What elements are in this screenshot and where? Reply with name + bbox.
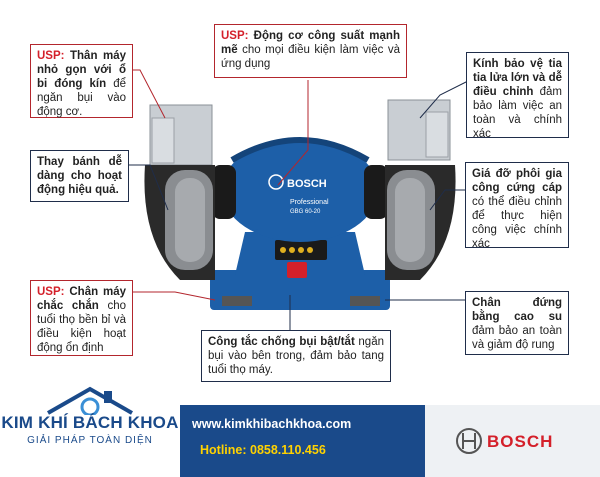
bosch-armature-icon [456, 428, 482, 454]
bench-grinder-illustration: BOSCH Professional GBG 60-20 [110, 69, 475, 330]
callout-heading: Công tắc chống bụi bật/tắt [208, 336, 355, 348]
product-model: GBG 60-20 [290, 209, 321, 215]
callout-spark-guard: Kính bảo vệ tia tia lửa lớn và dễ điều c… [466, 52, 569, 140]
callout-heading: Chân đứng bằng cao su [472, 297, 562, 323]
callout-rubber-feet: Chân đứng bằng cao su đảm bảo an toàn và… [465, 291, 569, 355]
callout-heading: Thay bánh dễ dàng cho hoạt động hiệu quả… [37, 156, 122, 196]
callout-text: đảm bảo làm việc an toàn và chính xác [473, 86, 562, 140]
product-brand: BOSCH [287, 178, 327, 190]
company-name: KIM KHÍ BÁCH KHOA [1, 413, 179, 432]
bosch-logo-icon [268, 174, 284, 190]
callout-sturdy-base: USP: Chân máy chắc chắn cho tuổi thọ bền… [30, 280, 133, 356]
callout-wheel-change: Thay bánh dễ dàng cho hoạt động hiệu quả… [30, 150, 129, 202]
callout-heading: Chân máy chắc chắn [37, 286, 126, 312]
callout-tool-rest: Giá đỡ phôi gia công cứng cáp có thể điề… [465, 162, 569, 250]
callout-heading: Động cơ công suất mạnh mẽ [221, 30, 400, 56]
contact-panel: www.kimkhibachkhoa.com Hotline: 0858.110… [180, 405, 425, 477]
bosch-logo: BOSCH [425, 405, 600, 477]
callout-heading: Kính bảo vệ tia tia lửa lớn và dễ điều c… [473, 58, 562, 98]
callout-text: ngăn bụi vào bên trong, đảm bảo tang tuổ… [208, 336, 384, 376]
callout-powerful-motor: USP: Động cơ công suất mạnh mẽ cho mọi đ… [214, 24, 407, 78]
callout-dustproof-switch: Công tắc chống bụi bật/tắt ngăn bụi vào … [201, 330, 391, 382]
callout-text: có thể điều chỉnh để thực hiện công việc… [472, 196, 562, 250]
website-link[interactable]: www.kimkhibachkhoa.com [192, 417, 352, 431]
company-logo: KIM KHÍ BÁCH KHOA GIẢI PHÁP TOÀN DIỆN [0, 385, 180, 477]
callout-heading: Giá đỡ phôi gia công cứng cáp [472, 168, 562, 194]
callout-text: cho tuổi thọ bền bỉ và điều kiện hoạt độ… [37, 300, 126, 354]
callout-text: cho mọi điều kiện làm việc và ứng dụng [221, 44, 400, 70]
usp-label: USP: [37, 50, 65, 62]
footer-banner: KIM KHÍ BÁCH KHOA GIẢI PHÁP TOÀN DIỆN ww… [0, 385, 600, 477]
bosch-wordmark: BOSCH [487, 432, 554, 451]
callout-heading: Thân máy nhỏ gọn với ổ bi đóng kín [37, 50, 126, 90]
callout-compact-body: USP: Thân máy nhỏ gọn với ổ bi đóng kín … [30, 44, 133, 118]
usp-label: USP: [37, 286, 65, 298]
company-tagline: GIẢI PHÁP TOÀN DIỆN [27, 435, 153, 446]
callout-text: đảm bảo an toàn và giảm độ rung [472, 325, 562, 351]
usp-label: USP: [221, 30, 249, 42]
callout-text: để ngăn bụi vào động cơ. [37, 78, 126, 118]
hotline-text: Hotline: 0858.110.456 [200, 443, 326, 457]
product-line: Professional [290, 199, 329, 206]
gear-house-icon [47, 386, 133, 415]
